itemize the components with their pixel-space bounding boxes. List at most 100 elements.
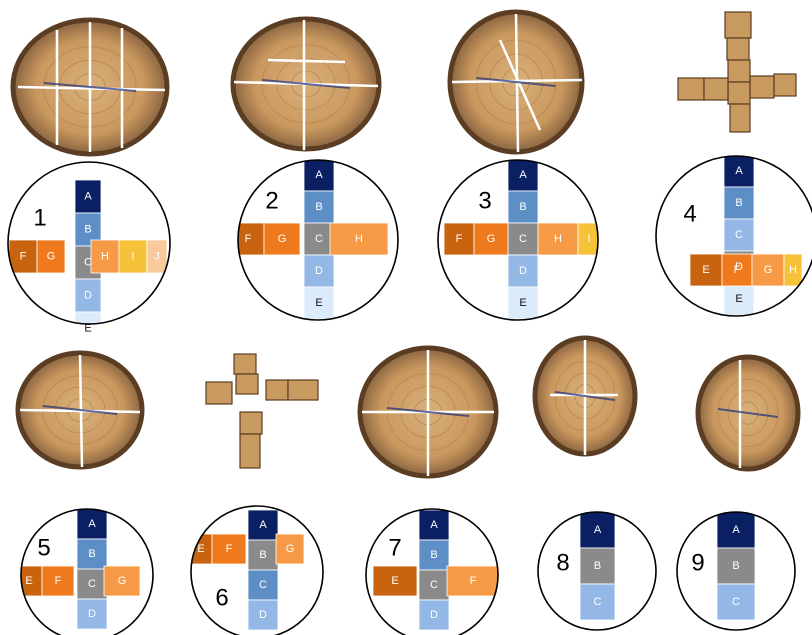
photo-1: [13, 20, 167, 154]
block-label: B: [315, 201, 322, 213]
block-label: A: [315, 169, 323, 181]
block-label: F: [20, 251, 27, 263]
block-label: A: [594, 524, 602, 536]
wood-block: [236, 374, 258, 394]
block-label: C: [88, 578, 96, 590]
block-label: E: [315, 297, 322, 309]
block-label: B: [735, 197, 742, 209]
block-label: H: [355, 233, 363, 245]
block-label: H: [101, 251, 109, 263]
cross-section-diagram-1: ABCDEFGHIJ1: [8, 162, 170, 345]
block-label: A: [519, 169, 527, 181]
block-label: F: [734, 264, 741, 276]
block-label: D: [519, 265, 527, 277]
cross-section-diagram-8: A B C 8: [538, 512, 656, 630]
block-label: F: [245, 233, 252, 245]
photo-9: [698, 357, 798, 469]
block-label: G: [487, 233, 496, 245]
wood-block: [288, 380, 318, 400]
block-label: B: [84, 224, 91, 236]
block-label: B: [519, 201, 526, 213]
wood-block: [678, 78, 704, 100]
wood-block: [730, 104, 750, 132]
block-label: G: [286, 543, 295, 555]
block-label: E: [735, 293, 742, 305]
block-label: F: [456, 233, 463, 245]
photo-2: [233, 19, 379, 150]
block-label: A: [84, 191, 92, 203]
block-label: A: [732, 524, 740, 536]
block-label: E: [702, 264, 709, 276]
wood-block: [266, 380, 288, 400]
wood-block: [704, 78, 728, 100]
wood-block: [728, 60, 750, 82]
block-label: J: [154, 251, 160, 263]
wood-block: [728, 82, 750, 104]
wood-block: [206, 382, 232, 404]
block-label: H: [789, 264, 797, 276]
block-label: C: [430, 579, 438, 591]
block-label: B: [430, 549, 437, 561]
disc-number: 2: [265, 188, 278, 215]
block-label: C: [732, 596, 740, 608]
photo-5: [18, 353, 142, 467]
block-label: B: [88, 548, 95, 560]
block-label: G: [278, 233, 287, 245]
block-label: D: [430, 609, 438, 621]
wood-block: [240, 434, 260, 468]
block-label: A: [259, 519, 267, 531]
block-label: G: [764, 264, 773, 276]
block-label: B: [259, 549, 266, 561]
block-label: F: [226, 543, 233, 555]
disc-number: 8: [556, 550, 569, 577]
block-label: E: [197, 543, 204, 555]
block-label: D: [84, 290, 92, 302]
disc-number: 4: [683, 201, 696, 228]
block-label: B: [732, 560, 739, 572]
block-label: C: [259, 579, 267, 591]
photo-7: [360, 348, 496, 476]
block-label: D: [88, 608, 96, 620]
photo-6: [206, 354, 318, 468]
wood-block: [750, 76, 774, 98]
block-label: F: [55, 575, 62, 587]
block-label: C: [84, 257, 92, 269]
block-label: C: [315, 233, 323, 245]
disc-number: 1: [33, 205, 46, 232]
block-label: D: [315, 265, 323, 277]
block-label: I: [587, 233, 590, 245]
block-label: I: [131, 251, 134, 263]
wood-block: [240, 412, 262, 434]
block-label: E: [25, 575, 32, 587]
cross-section-diagram-3: ABCDEFGHI3: [438, 159, 600, 320]
wood-block: [725, 12, 751, 38]
wood-block: [234, 354, 256, 374]
block-label: G: [118, 575, 127, 587]
disc-number: 6: [215, 585, 228, 612]
cross-section-diagram-2: A B C D E F G H 2: [232, 159, 398, 320]
block-label: A: [430, 519, 438, 531]
photo-3: [450, 12, 582, 152]
wood-block: [727, 38, 749, 60]
block-label: E: [519, 297, 526, 309]
disc-number: 3: [478, 188, 491, 215]
block-label: A: [88, 518, 96, 530]
block-label: H: [554, 233, 562, 245]
block-label: G: [47, 251, 56, 263]
cross-section-diagram-4: ABCDEEFGH4: [656, 155, 812, 316]
cross-section-diagram-5: A B C D E F G 5: [16, 509, 153, 635]
block-label: D: [259, 609, 267, 621]
block-label: A: [735, 165, 743, 177]
disc-number: 5: [37, 535, 50, 562]
photo-8: [535, 338, 635, 455]
disc-number: 9: [691, 550, 704, 577]
block-label: B: [594, 560, 601, 572]
cross-section-diagram-6: A B C D E F G 6: [190, 506, 323, 635]
block-label: C: [594, 596, 602, 608]
wood-block: [774, 74, 796, 96]
block-label: F: [470, 575, 477, 587]
block-label: E: [391, 575, 398, 587]
cross-section-diagram-9: A B C 9: [677, 512, 795, 630]
